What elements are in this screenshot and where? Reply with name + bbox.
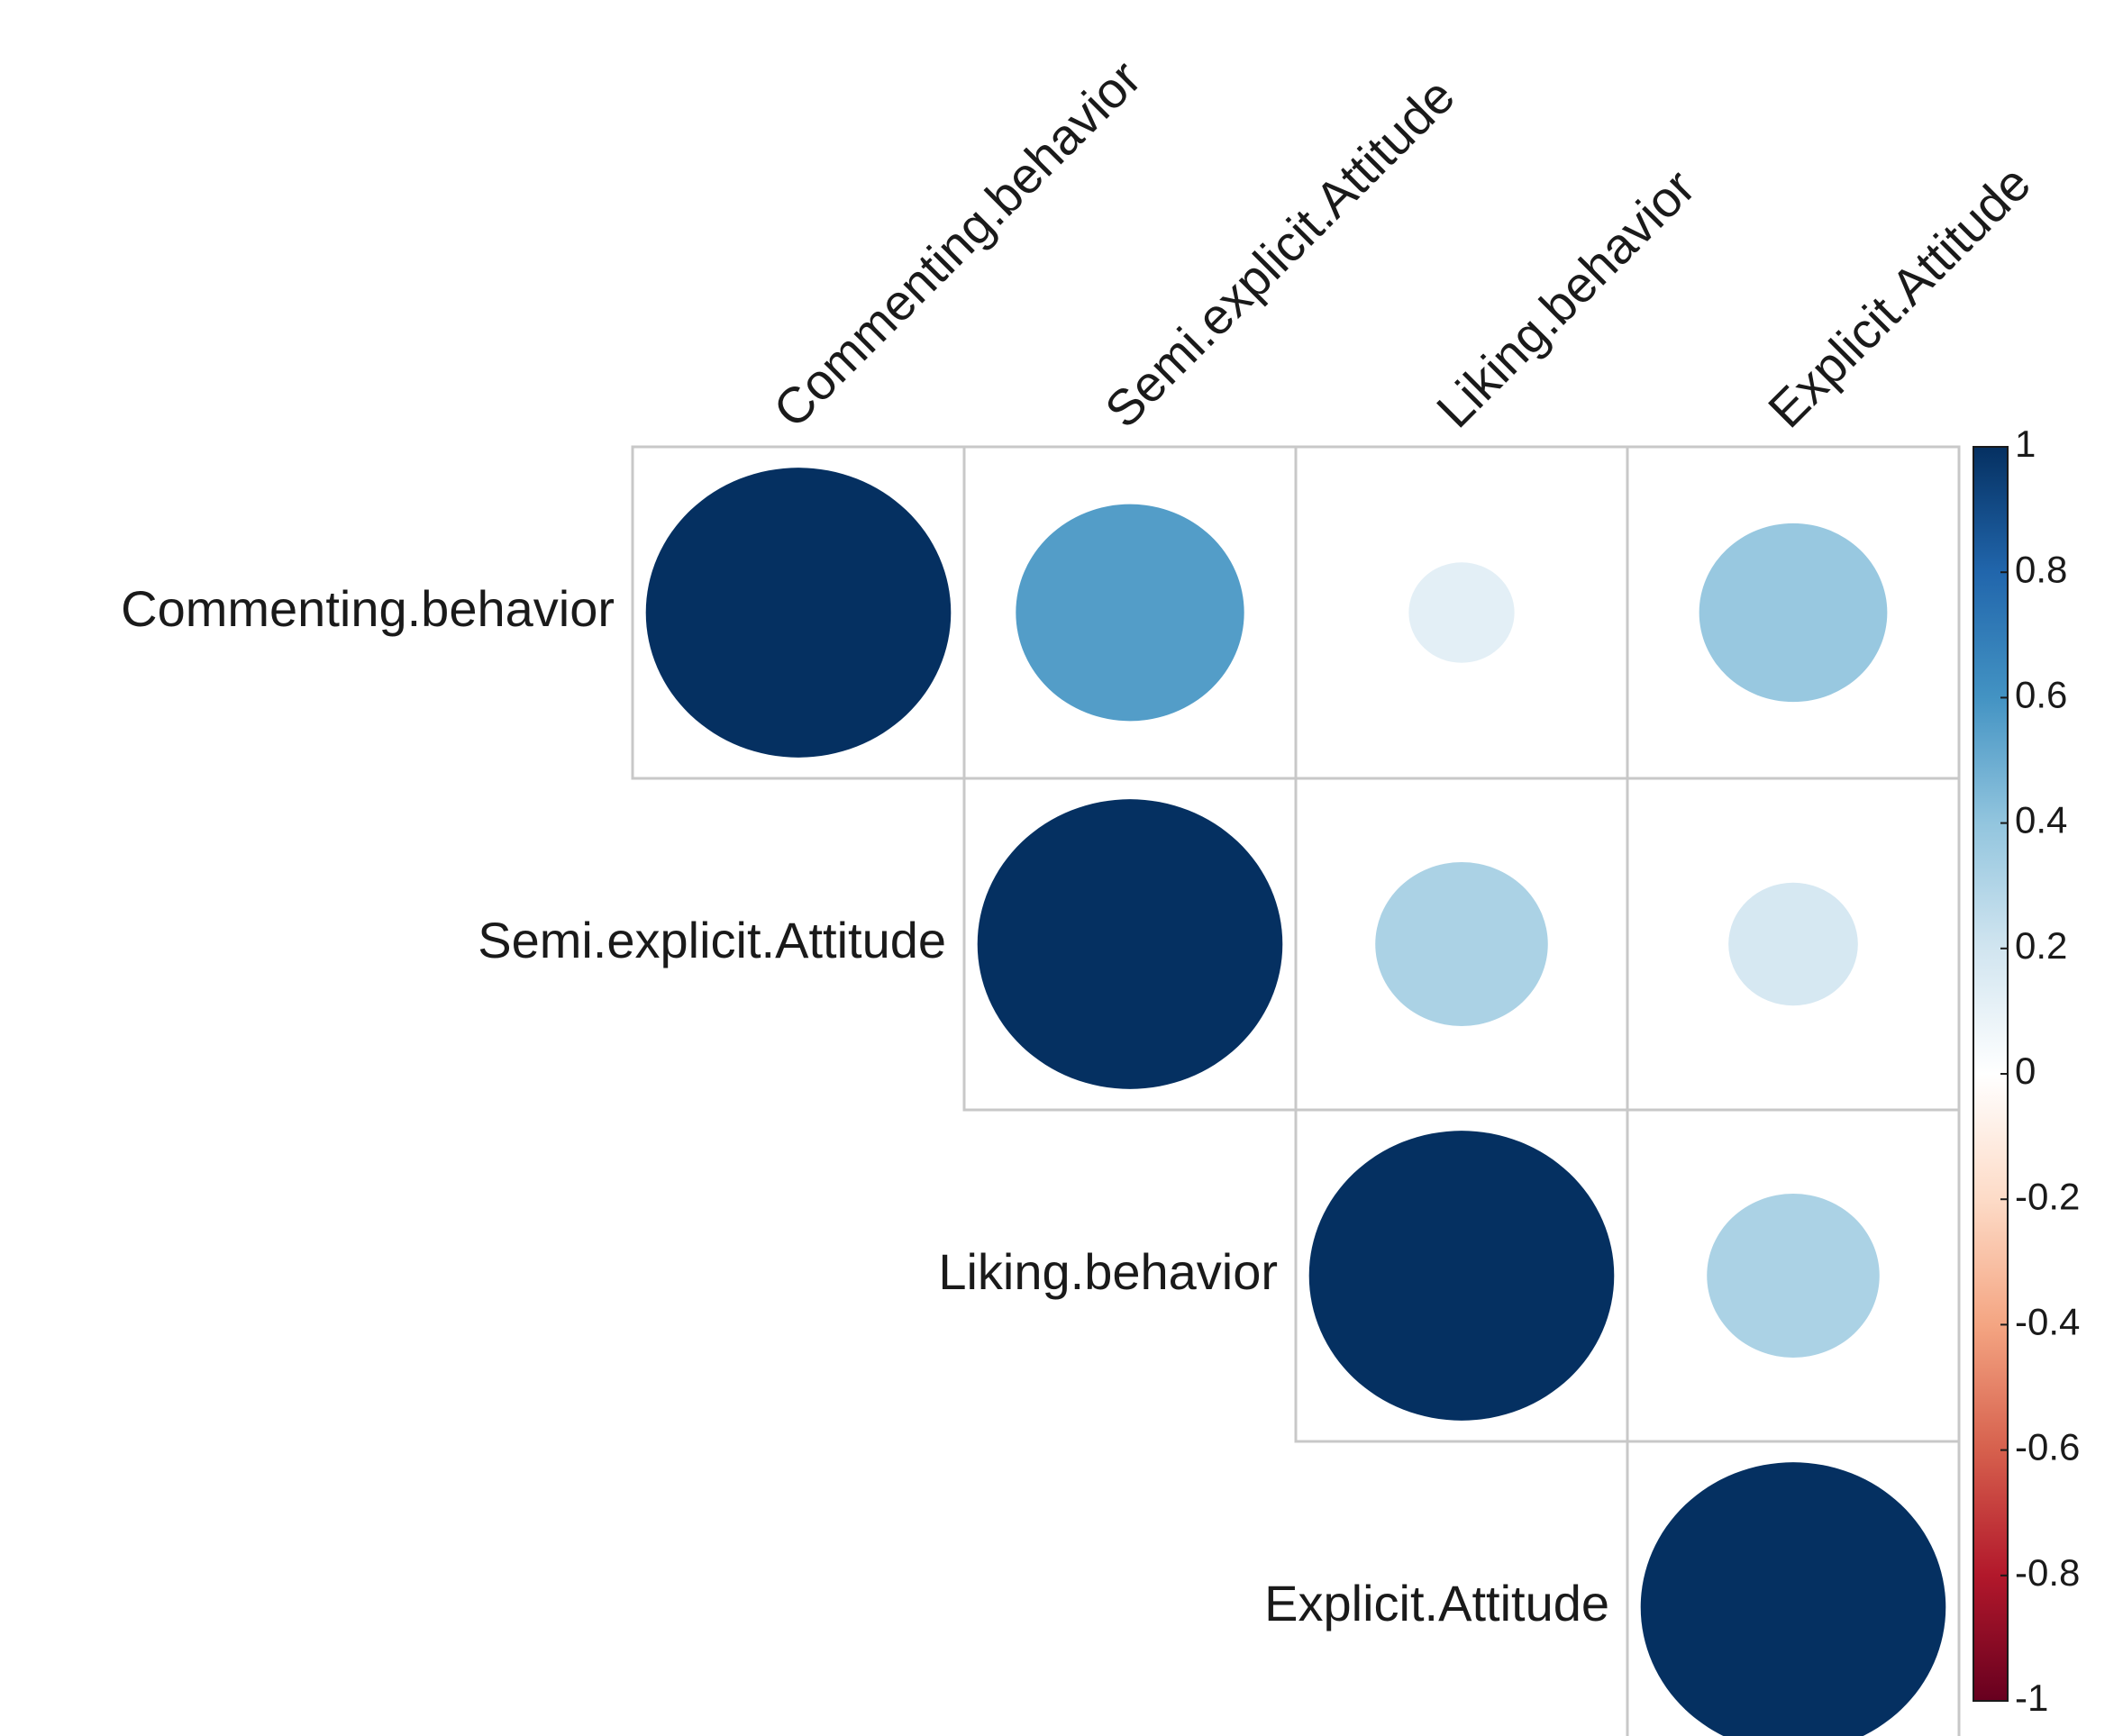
- correlation-circle-2-3: [1707, 1194, 1880, 1358]
- colorbar-tick-label: 0.2: [2015, 924, 2067, 967]
- colorbar-tick-label: -0.6: [2015, 1426, 2080, 1468]
- row-label: Commenting.behavior: [121, 580, 615, 637]
- colorbar: [1973, 446, 2009, 1702]
- colorbar-tick-label: 1: [2015, 423, 2036, 465]
- column-label: Semi.explicit.Attitude: [1094, 67, 1465, 438]
- colorbar-tick-label: 0.6: [2015, 673, 2067, 715]
- colorbar-tick-label: 0.8: [2015, 548, 2067, 590]
- correlation-circle-1-3: [1728, 882, 1858, 1006]
- correlation-circle-1-2: [1375, 862, 1548, 1026]
- correlation-circle-1-1: [977, 799, 1283, 1089]
- cell-grid: [631, 445, 1961, 1736]
- cell-border-3-3: [1626, 1440, 1961, 1736]
- correlation-circle-0-2: [1408, 562, 1515, 663]
- row-label: Liking.behavior: [938, 1243, 1278, 1300]
- color-legend: 1 0.8 0.6 0.4 0.2 0 -0.2 -0.4 -0.6 -0.8 -1: [1973, 423, 2080, 1719]
- colorbar-tick-label: -0.8: [2015, 1551, 2080, 1594]
- correlation-circle-2-2: [1308, 1131, 1615, 1421]
- row-label: Semi.explicit.Attitude: [478, 912, 946, 968]
- correlation-circle-0-0: [645, 468, 952, 758]
- column-labels: Commenting.behaviorSemi.explicit.Attitud…: [762, 50, 2041, 439]
- colorbar-tick-label: 0: [2015, 1050, 2036, 1092]
- colorbar-tick-label: -0.4: [2015, 1300, 2080, 1342]
- column-label: Liking.behavior: [1426, 159, 1706, 439]
- correlation-circles: [645, 468, 1946, 1736]
- row-labels: Commenting.behaviorSemi.explicit.Attitud…: [121, 580, 1609, 1631]
- colorbar-tick-label: -1: [2015, 1677, 2048, 1719]
- correlation-circle-0-3: [1699, 523, 1888, 703]
- row-label: Explicit.Attitude: [1264, 1575, 1609, 1631]
- column-label: Explicit.Attitude: [1757, 154, 2041, 438]
- column-label: Commenting.behavior: [762, 50, 1152, 439]
- correlation-circle-3-3: [1640, 1462, 1946, 1736]
- correlation-circle-0-1: [1016, 504, 1244, 722]
- colorbar-tick-label: -0.2: [2015, 1175, 2080, 1217]
- colorbar-tick-label: 0.4: [2015, 799, 2067, 841]
